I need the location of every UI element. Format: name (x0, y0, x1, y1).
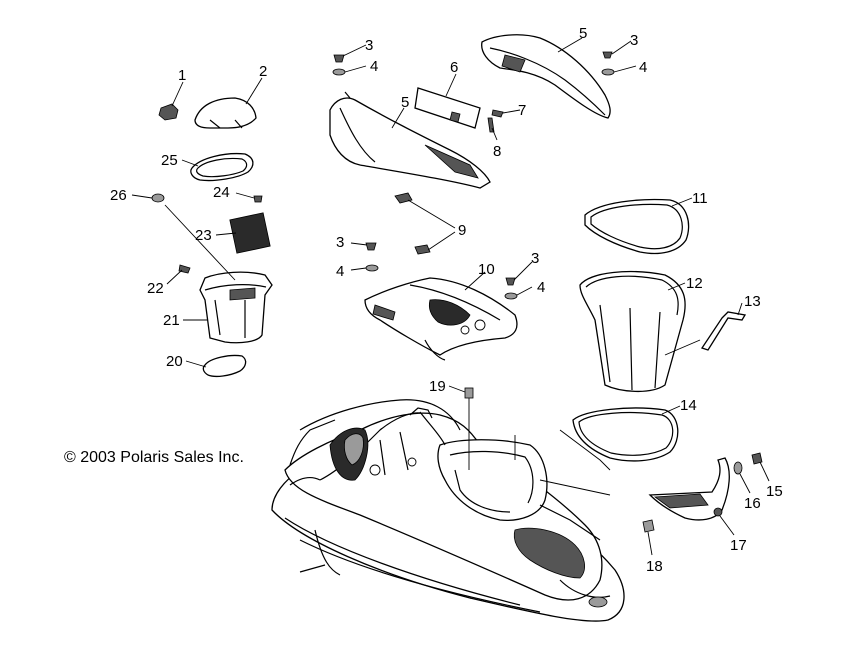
part-26-plug (151, 193, 165, 203)
callout-3-mid-right: 3 (531, 250, 539, 267)
callout-10: 10 (478, 261, 495, 278)
part-16-washer (733, 461, 743, 475)
far-right-bracket (642, 452, 763, 533)
callout-4-top: 4 (370, 58, 378, 75)
leader-lines (131, 37, 770, 556)
callout-13: 13 (744, 293, 761, 310)
part-6-decal (414, 87, 481, 129)
callout-22: 22 (147, 280, 164, 297)
part-7-screw (491, 109, 504, 118)
callout-1: 1 (178, 67, 186, 84)
part-23-screen (229, 212, 271, 254)
hull-deck (271, 399, 625, 622)
part-18-plug (642, 519, 655, 533)
callout-24: 24 (213, 184, 230, 201)
part-4-washer-top (332, 68, 346, 76)
callout-18: 18 (646, 558, 663, 575)
callout-15: 15 (766, 483, 783, 500)
callout-17: 17 (730, 537, 747, 554)
callout-26: 26 (110, 187, 127, 204)
callout-7: 7 (518, 102, 526, 119)
callout-2: 2 (259, 63, 267, 80)
part-4-washer-mid-right (504, 292, 518, 300)
part-12-storage-bin (579, 270, 686, 393)
copyright-notice: © 2003 Polaris Sales Inc. (64, 449, 244, 466)
left-storage-group (151, 97, 273, 378)
callout-21: 21 (163, 312, 180, 329)
callout-25: 25 (161, 152, 178, 169)
part-24-screw (253, 195, 263, 203)
callout-9: 9 (458, 222, 466, 239)
callout-4-right: 4 (639, 59, 647, 76)
callout-14: 14 (680, 397, 697, 414)
callout-20: 20 (166, 353, 183, 370)
part-15-bolt (751, 452, 763, 465)
callout-11: 11 (692, 190, 708, 207)
callout-4-mid-right: 4 (537, 279, 545, 296)
callout-19: 19 (429, 378, 446, 395)
part-4-washer-mid (365, 264, 379, 272)
part-13-rod (700, 311, 747, 351)
upper-center-panels (329, 34, 615, 470)
part-11-gasket (584, 198, 690, 255)
callout-4-mid: 4 (336, 263, 344, 280)
part-1-clip (158, 103, 179, 121)
callout-3-mid: 3 (336, 234, 344, 251)
callout-23: 23 (195, 227, 212, 244)
right-storage-group (514, 198, 747, 496)
part-3-bolt-right (602, 51, 613, 59)
part-9-clip-top (394, 192, 413, 204)
callout-12: 12 (686, 275, 703, 292)
part-9-clip-bottom (414, 244, 431, 255)
callout-3-right: 3 (630, 32, 638, 49)
part-4-washer-right (601, 68, 615, 76)
part-3-bolt-top (333, 54, 345, 63)
callout-8: 8 (493, 143, 501, 160)
part-21-storage-bucket (199, 271, 273, 344)
callout-labels: 1 2 3 4 5 6 7 8 5 3 4 9 3 4 10 3 4 11 12… (110, 25, 783, 575)
part-3-bolt-mid (365, 242, 377, 251)
part-25-gasket (190, 152, 254, 182)
callout-6: 6 (450, 59, 458, 76)
part-22-screw (178, 264, 191, 274)
part-5-side-panel-right (481, 34, 611, 119)
part-19-plug (464, 387, 474, 399)
part-14-gasket (572, 407, 679, 462)
part-3-bolt-mid-right (505, 277, 516, 286)
part-20-gasket (202, 354, 247, 378)
callout-3-top: 3 (365, 37, 373, 54)
callout-16: 16 (744, 495, 761, 512)
callout-5-left: 5 (401, 94, 409, 111)
callout-5-right: 5 (579, 25, 587, 42)
